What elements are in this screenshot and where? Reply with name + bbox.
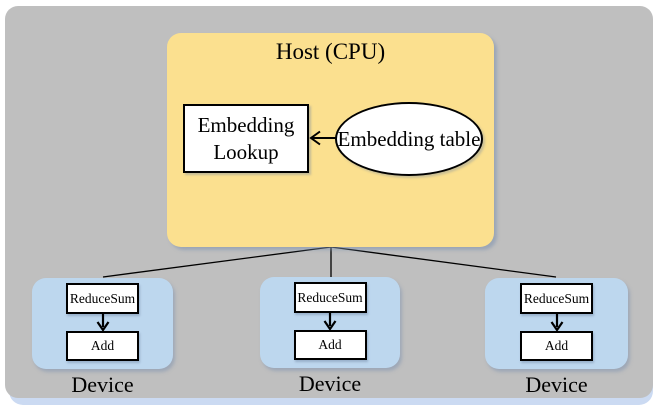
arrow-reduce-to-add-icon (96, 314, 109, 331)
embedding-lookup-box: Embedding Lookup (183, 104, 309, 173)
add-box: Add (293, 330, 367, 360)
device-label: Device (71, 372, 134, 397)
arrow-reduce-to-add-icon (550, 314, 563, 331)
host-title: Host (CPU) (275, 39, 386, 64)
add-box: Add (520, 331, 593, 361)
device-label: Device (525, 372, 588, 397)
embedding-table-ellipse: Embedding table (335, 102, 483, 176)
reducesum-box: ReduceSum (520, 283, 593, 314)
device-box: ReduceSum Add (32, 278, 173, 369)
add-box: Add (66, 331, 139, 361)
reducesum-box: ReduceSum (293, 282, 367, 313)
device-box: ReduceSum Add (485, 278, 628, 369)
host-cpu-box: Host (CPU) Embedding Lookup Embedding ta… (167, 33, 494, 247)
device-group: ReduceSum Add Device (32, 278, 173, 398)
device-group: ReduceSum Add Device (260, 277, 400, 397)
arrow-reduce-to-add-icon (323, 313, 337, 330)
arrow-table-to-lookup-icon (309, 130, 336, 146)
device-box: ReduceSum Add (260, 277, 400, 368)
device-label: Device (298, 371, 362, 396)
device-group: ReduceSum Add Device (485, 278, 628, 398)
reducesum-box: ReduceSum (66, 283, 139, 314)
